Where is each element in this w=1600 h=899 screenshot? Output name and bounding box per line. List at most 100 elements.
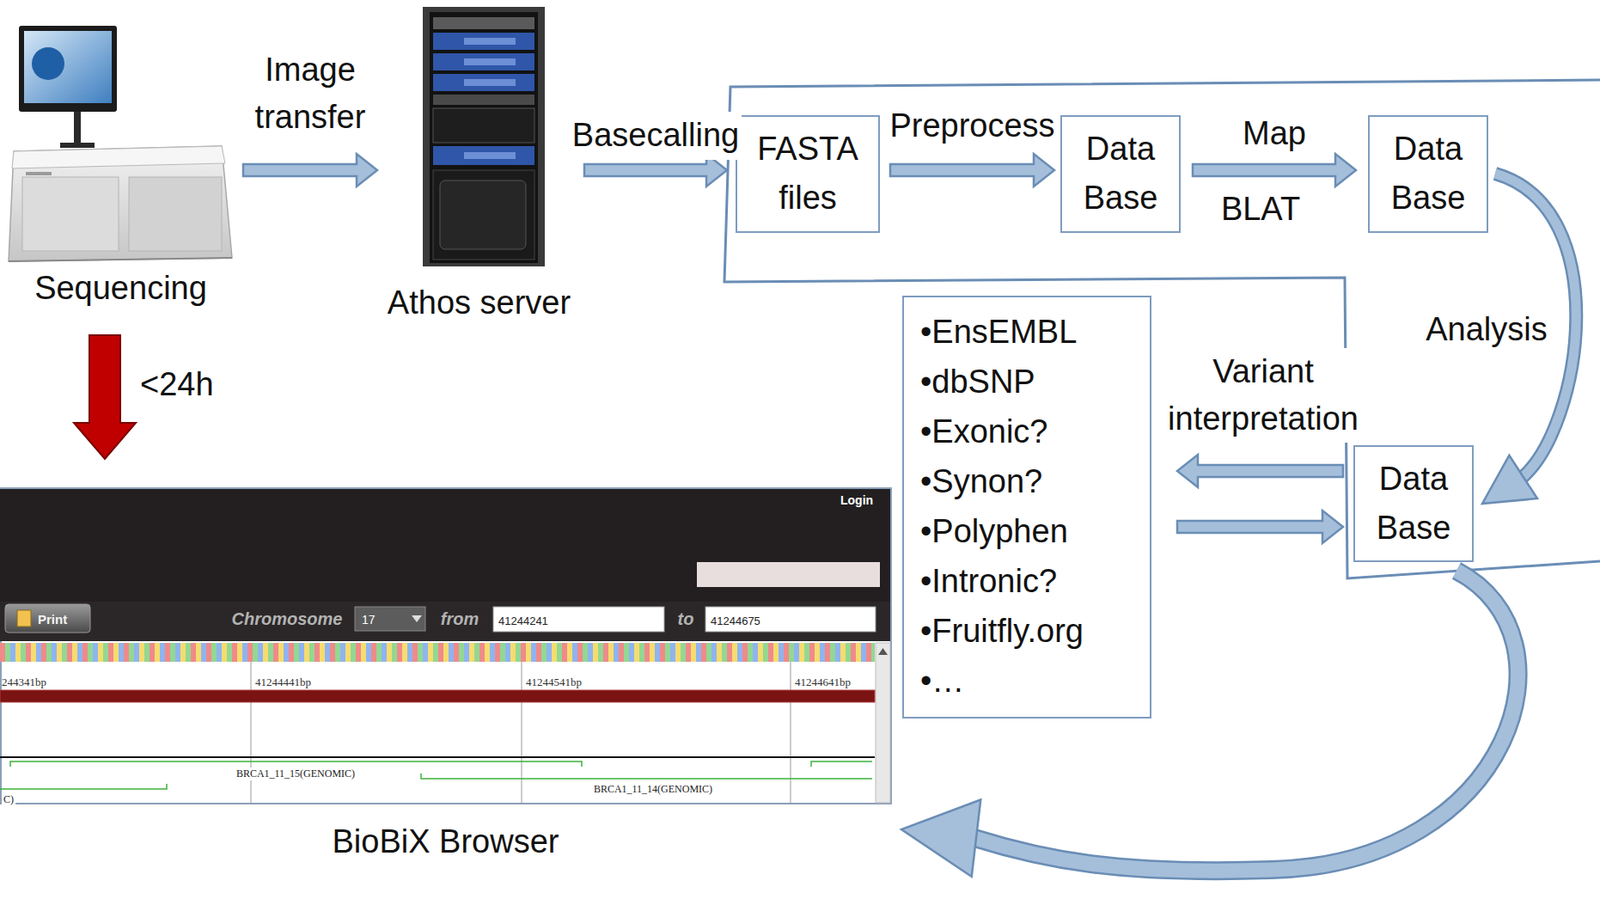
list-item: •Exonic? xyxy=(920,406,1049,457)
browser-drawing xyxy=(5,604,91,633)
list-item: •Polyphen xyxy=(920,506,1069,556)
server-rack-drawing xyxy=(464,58,516,66)
browser-drawing xyxy=(411,615,422,623)
server-rack-drawing xyxy=(433,146,535,165)
browser-drawing xyxy=(17,610,31,627)
list-item: •Intronic? xyxy=(920,555,1057,606)
sequencer-drawing xyxy=(8,257,233,262)
list-item: •dbSNP xyxy=(920,356,1036,407)
connector xyxy=(1177,510,1344,544)
ruler-tick: 41244441bp xyxy=(255,675,312,690)
connector xyxy=(901,570,1519,877)
resource-list: •EnsEMBL•dbSNP•Exonic?•Synon?•Polyphen•I… xyxy=(902,295,1152,719)
browser-drawing xyxy=(493,606,665,632)
arrow-head xyxy=(1482,455,1538,504)
connector-label-holder: <24h xyxy=(137,360,217,409)
arrow-body xyxy=(73,335,136,459)
caption: Athos server xyxy=(382,283,576,324)
field-label-holder: from xyxy=(440,609,479,630)
browser-drawing xyxy=(811,761,873,767)
gene-label-holder: BRCA1_11_14(GENOMIC) xyxy=(592,780,715,796)
node-label: Data Base xyxy=(1365,454,1462,553)
database-box: Data Base xyxy=(1353,445,1474,562)
input-value-holder: 41244675 xyxy=(710,612,761,629)
button-label-holder: Print xyxy=(37,611,68,628)
arrow-body xyxy=(890,153,1055,187)
browser-drawing xyxy=(521,661,523,803)
node-label: Data Base xyxy=(1072,124,1169,223)
dropdown-value-holder: 17 xyxy=(361,611,376,628)
connector-label-holder: Basecalling xyxy=(569,111,742,159)
server-rack-drawing xyxy=(464,152,516,159)
browser-drawing xyxy=(0,756,875,758)
server-rack-drawing xyxy=(433,73,535,92)
arrow-body xyxy=(1177,510,1344,544)
connector xyxy=(890,153,1055,187)
server-rack-drawing xyxy=(433,170,535,260)
browser-drawing xyxy=(0,488,892,804)
gene-label-holder: C) xyxy=(1,790,16,807)
ruler-tick-holder: 41244541bp xyxy=(525,673,582,690)
sequencer-drawing xyxy=(24,30,112,104)
gene-label: C) xyxy=(1,793,16,807)
server-rack-drawing xyxy=(433,17,535,30)
server-rack-drawing xyxy=(429,12,538,263)
connector xyxy=(1177,454,1344,488)
arrow-body xyxy=(243,153,378,187)
sequencer-figure: Sequencing xyxy=(8,25,233,314)
field-label-holder: to xyxy=(677,609,695,630)
sequencer-drawing xyxy=(12,146,226,169)
sequencer-drawing xyxy=(25,171,52,176)
pipeline-bracket xyxy=(724,79,1600,579)
browser-drawing xyxy=(0,488,892,804)
login-link: Login xyxy=(840,493,874,507)
input-value-holder: 41244241 xyxy=(498,612,549,629)
connector xyxy=(1192,153,1356,187)
browser-drawing xyxy=(0,690,875,703)
database-box: Data Base xyxy=(1060,115,1181,233)
button-label: Print xyxy=(37,611,68,627)
server-rack-drawing xyxy=(422,6,545,267)
connector-label-holder: Analysis xyxy=(1422,305,1551,354)
server-figure: Athos server xyxy=(382,5,576,329)
sequencer-drawing xyxy=(8,146,233,262)
node-label: FASTA files xyxy=(747,124,868,223)
database-box: Data Base xyxy=(1367,115,1489,233)
caption: Sequencing xyxy=(8,268,233,309)
gene-label: BRCA1_11_15(GENOMIC) xyxy=(234,767,357,781)
sequencer-drawing xyxy=(73,111,81,147)
arrow-body xyxy=(1177,454,1344,488)
connector-label: Preprocess xyxy=(886,102,1057,150)
ruler-tick: 41244541bp xyxy=(525,675,582,690)
input-value: 41244241 xyxy=(498,614,549,628)
connector-label-holder: Image transfer xyxy=(217,46,404,141)
dropdown-value: 17 xyxy=(361,612,376,627)
pipeline-bracket xyxy=(724,79,1600,579)
ruler-tick: 41244641bp xyxy=(794,675,851,690)
ruler-tick-holder: 244341bp xyxy=(1,673,47,690)
connector-label-holder: BLAT xyxy=(1218,185,1303,233)
sequencer-drawing xyxy=(31,47,65,80)
connector-label-holder: Preprocess xyxy=(886,102,1057,150)
arrow-body xyxy=(1192,153,1356,187)
server-rack-drawing xyxy=(422,6,545,267)
browser-drawing xyxy=(790,661,792,803)
caption: BioBiX Browser xyxy=(0,822,892,862)
browser-drawing xyxy=(696,561,880,587)
server-rack-drawing xyxy=(464,79,516,86)
browser-drawing xyxy=(0,488,891,602)
list-item: •Fruitfly.org xyxy=(920,605,1084,656)
connector-label: <24h xyxy=(137,360,217,409)
connector-label: Map xyxy=(1239,109,1309,158)
login-link-holder: Login xyxy=(840,492,874,508)
arrow-head xyxy=(901,800,981,877)
connector-label-holder: Map xyxy=(1239,109,1309,158)
connector xyxy=(243,153,378,187)
server-rack-drawing xyxy=(433,108,535,143)
browser-drawing xyxy=(0,783,167,789)
field-label-holder: Chromosome xyxy=(232,609,343,630)
ruler-tick-holder: 41244641bp xyxy=(794,673,851,690)
field-label: Chromosome xyxy=(232,609,343,630)
server-rack-drawing xyxy=(464,37,516,45)
browser-drawing xyxy=(250,661,252,803)
